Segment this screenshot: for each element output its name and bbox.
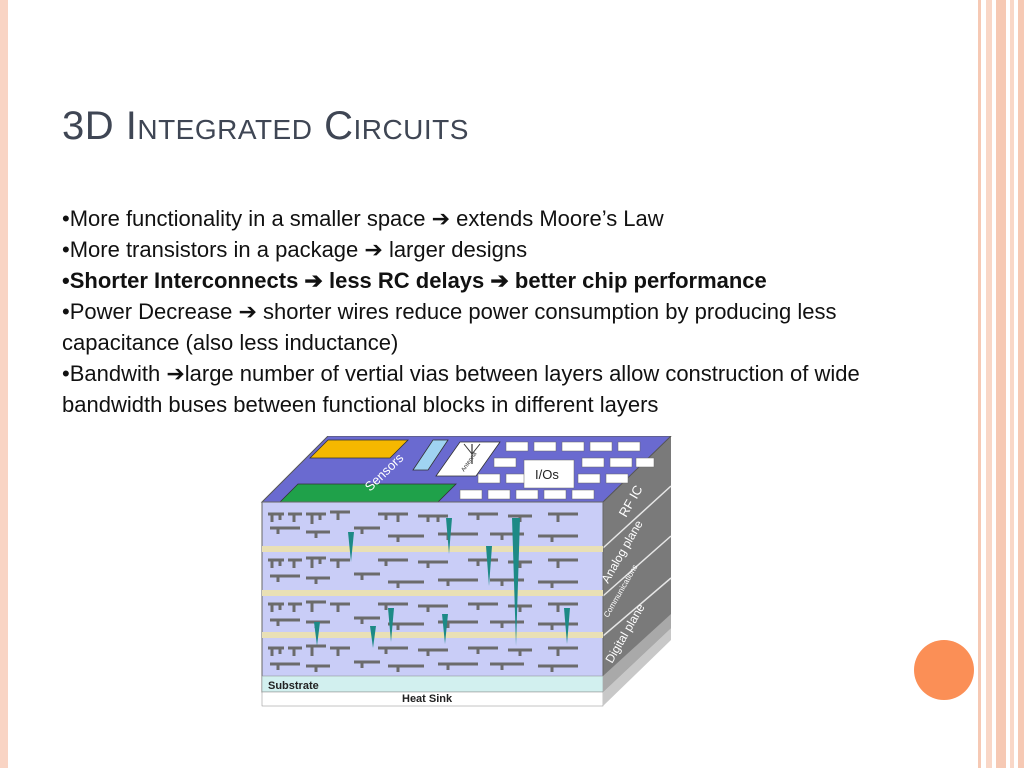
accent-circle: [914, 640, 974, 700]
front-face: [261, 501, 604, 693]
slide-title: 3D Integrated Circuits: [62, 104, 469, 148]
bullet-item: •Bandwith ➔large number of vertial vias …: [62, 361, 860, 417]
heat-sink-label: Heat Sink: [402, 693, 453, 705]
frame-line-right-2: [986, 0, 992, 768]
bullet-list: •More functionality in a smaller space ➔…: [62, 203, 952, 420]
3d-ic-diagram: Sensors Antenna I/Os: [260, 436, 672, 707]
ios-label: I/Os: [535, 467, 559, 482]
vias: [314, 518, 570, 648]
frame-line-right-1: [978, 0, 981, 768]
frame-line-right-4: [1010, 0, 1014, 768]
frame-line-right-5: [1018, 0, 1024, 768]
io-pads: [459, 441, 655, 500]
bullet-item: •Shorter Interconnects ➔ less RC delays …: [62, 268, 767, 293]
sensor-block-blue: [412, 439, 449, 471]
io-label-box: [523, 459, 575, 489]
substrate-label: Substrate: [268, 680, 319, 692]
antenna-block: [435, 441, 501, 477]
interconnects: [268, 510, 578, 672]
frame-line-left: [0, 0, 8, 768]
frame-line-right-3: [996, 0, 1006, 768]
bullet-item: •Power Decrease ➔ shorter wires reduce p…: [62, 299, 837, 355]
bullet-item: •More transistors in a package ➔ larger …: [62, 237, 528, 262]
sensor-block-yellow: [309, 439, 409, 459]
bullet-item: •More functionality in a smaller space ➔…: [62, 206, 664, 231]
